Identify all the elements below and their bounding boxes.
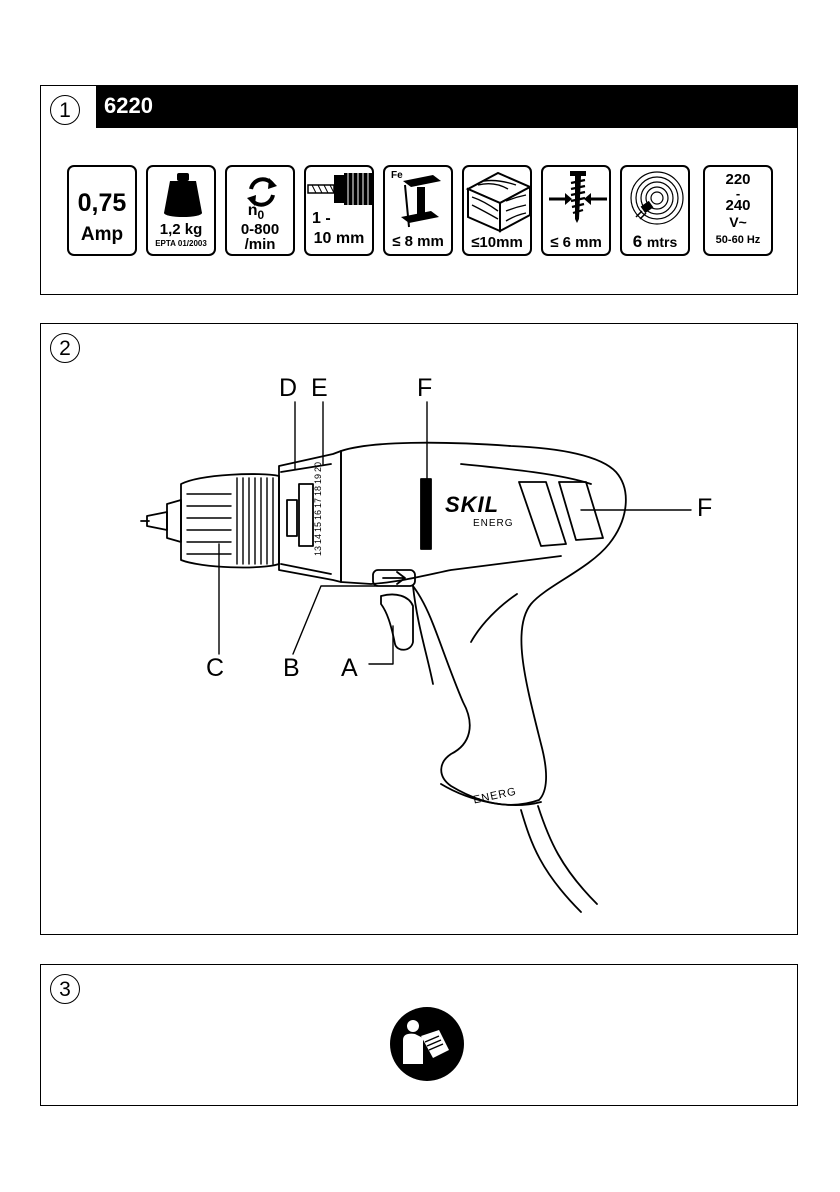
steel-capacity-spec: Fe ≤ 8 mm [383,165,453,256]
voltage-min: 220 [705,172,771,187]
speed-range: 0-800 [227,222,293,237]
power-value: 0,75 [69,191,135,216]
speed-symbol: n0 [225,203,293,221]
drill-drawing [41,324,799,936]
collar-number: 13 [313,546,323,556]
read-manual-icon [389,1006,465,1082]
chuck-capacity-spec: 1 - 10 mm [304,165,374,256]
collar-number: 15 [313,522,323,532]
chuck-range-line2: 10 mm [306,231,372,247]
brand-logo: SKIL [445,492,499,518]
collar-number: 14 [313,534,323,544]
power-spec: 0,75 Amp [67,165,137,256]
callout-B: B [283,656,300,681]
tool-diagram-panel: 2 [40,323,798,935]
screw-capacity: ≤ 6 mm [543,235,609,250]
weight-value: 1,2 kg [148,222,214,237]
collar-number: 20 [313,462,323,472]
panel-number: 1 [50,95,80,125]
voltage-unit: V~ [705,215,771,229]
callout-E: E [311,376,328,401]
model-title: 6220 [96,85,798,128]
cable-length-spec: 6 mtrs [620,165,690,256]
weight-spec: 1,2 kg EPTA 01/2003 [146,165,216,256]
voltage-spec: 220 - 240 V~ 50-60 Hz [703,165,773,256]
voltage-max: 240 [705,198,771,213]
collar-number: 19 [313,474,323,484]
spec-panel: 1 6220 0,75 Amp 1,2 kg EPTA 01/2003 n0 0… [40,85,798,295]
callout-A: A [341,656,358,681]
collar-number: 16 [313,510,323,520]
wood-capacity: ≤10mm [464,235,530,250]
callout-F-top: F [417,376,432,401]
cable-length: 6 mtrs [622,233,688,250]
wood-capacity-spec: ≤10mm [462,165,532,256]
steel-capacity: ≤ 8 mm [385,234,451,249]
frequency: 50-60 Hz [705,235,771,246]
speed-unit: /min [227,237,293,252]
callout-F-right: F [697,496,712,521]
callout-D: D [279,376,297,401]
manual-panel: 3 [40,964,798,1106]
chuck-range-line1: 1 - [312,211,372,227]
speed-spec: n0 0-800 /min [225,165,295,256]
callout-C: C [206,656,224,681]
power-unit: Amp [69,225,135,244]
collar-number: 17 [313,498,323,508]
brand-sub-label: ENERG [473,518,514,529]
panel-number: 3 [50,974,80,1004]
weight-standard: EPTA 01/2003 [148,240,214,248]
screw-capacity-spec: ≤ 6 mm [541,165,611,256]
collar-number: 18 [313,486,323,496]
